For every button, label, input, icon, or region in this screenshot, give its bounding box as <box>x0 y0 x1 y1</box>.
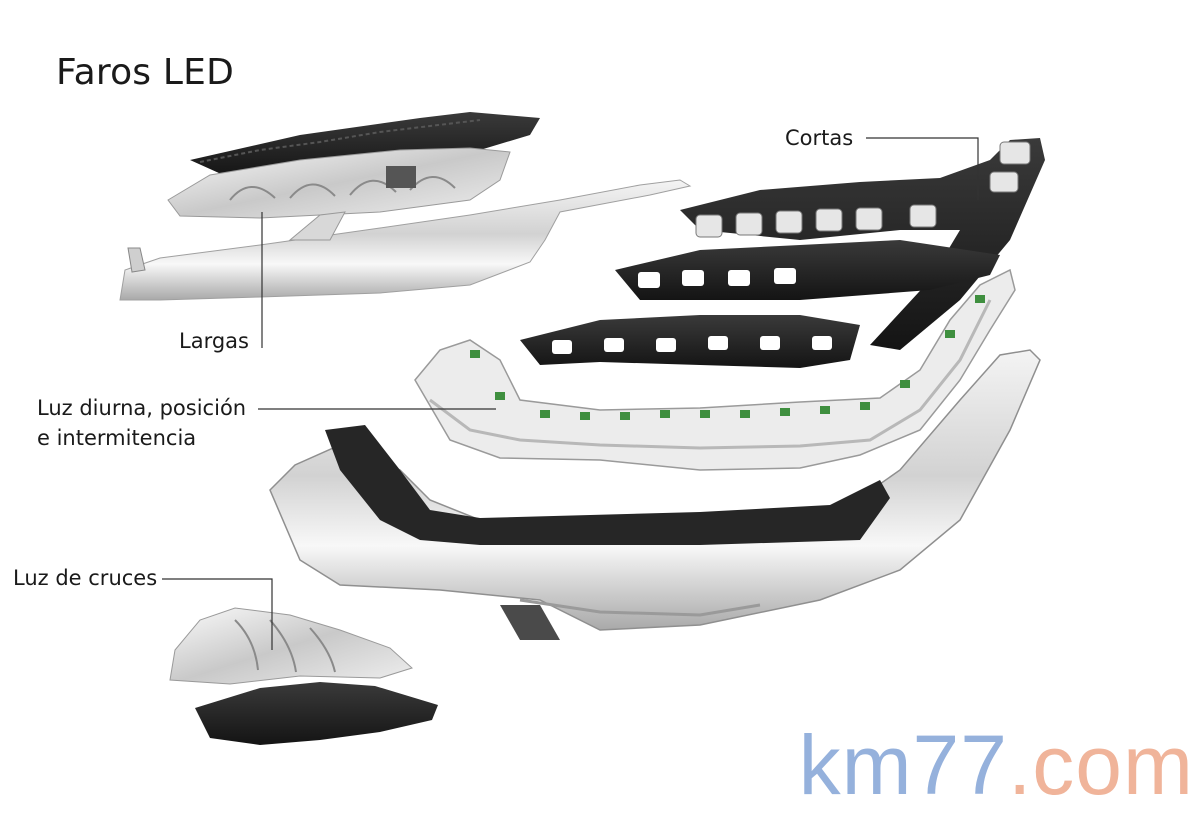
low-beam-cornering-module <box>169 607 438 745</box>
label-largas: Largas <box>179 329 249 353</box>
label-luz-diurna-line1: Luz diurna, posición <box>37 396 247 420</box>
drl-led-strip <box>414 268 1016 471</box>
page-title: Faros LED <box>56 52 235 93</box>
label-luz-diurna-line2: e intermitencia <box>37 426 197 450</box>
low-beam-module <box>520 138 1045 368</box>
leader-luz-cruces <box>162 578 273 650</box>
watermark-logo: km77.com <box>799 717 1194 814</box>
label-luz-cruces: Luz de cruces <box>13 566 158 590</box>
label-cortas: Cortas <box>785 126 854 150</box>
high-beam-module <box>119 112 692 301</box>
watermark-part2: .com <box>1007 718 1194 812</box>
leader-lines <box>162 137 979 650</box>
leader-cortas <box>866 137 979 200</box>
headlight-housing <box>269 349 1041 640</box>
watermark-part1: km77 <box>798 718 1008 812</box>
